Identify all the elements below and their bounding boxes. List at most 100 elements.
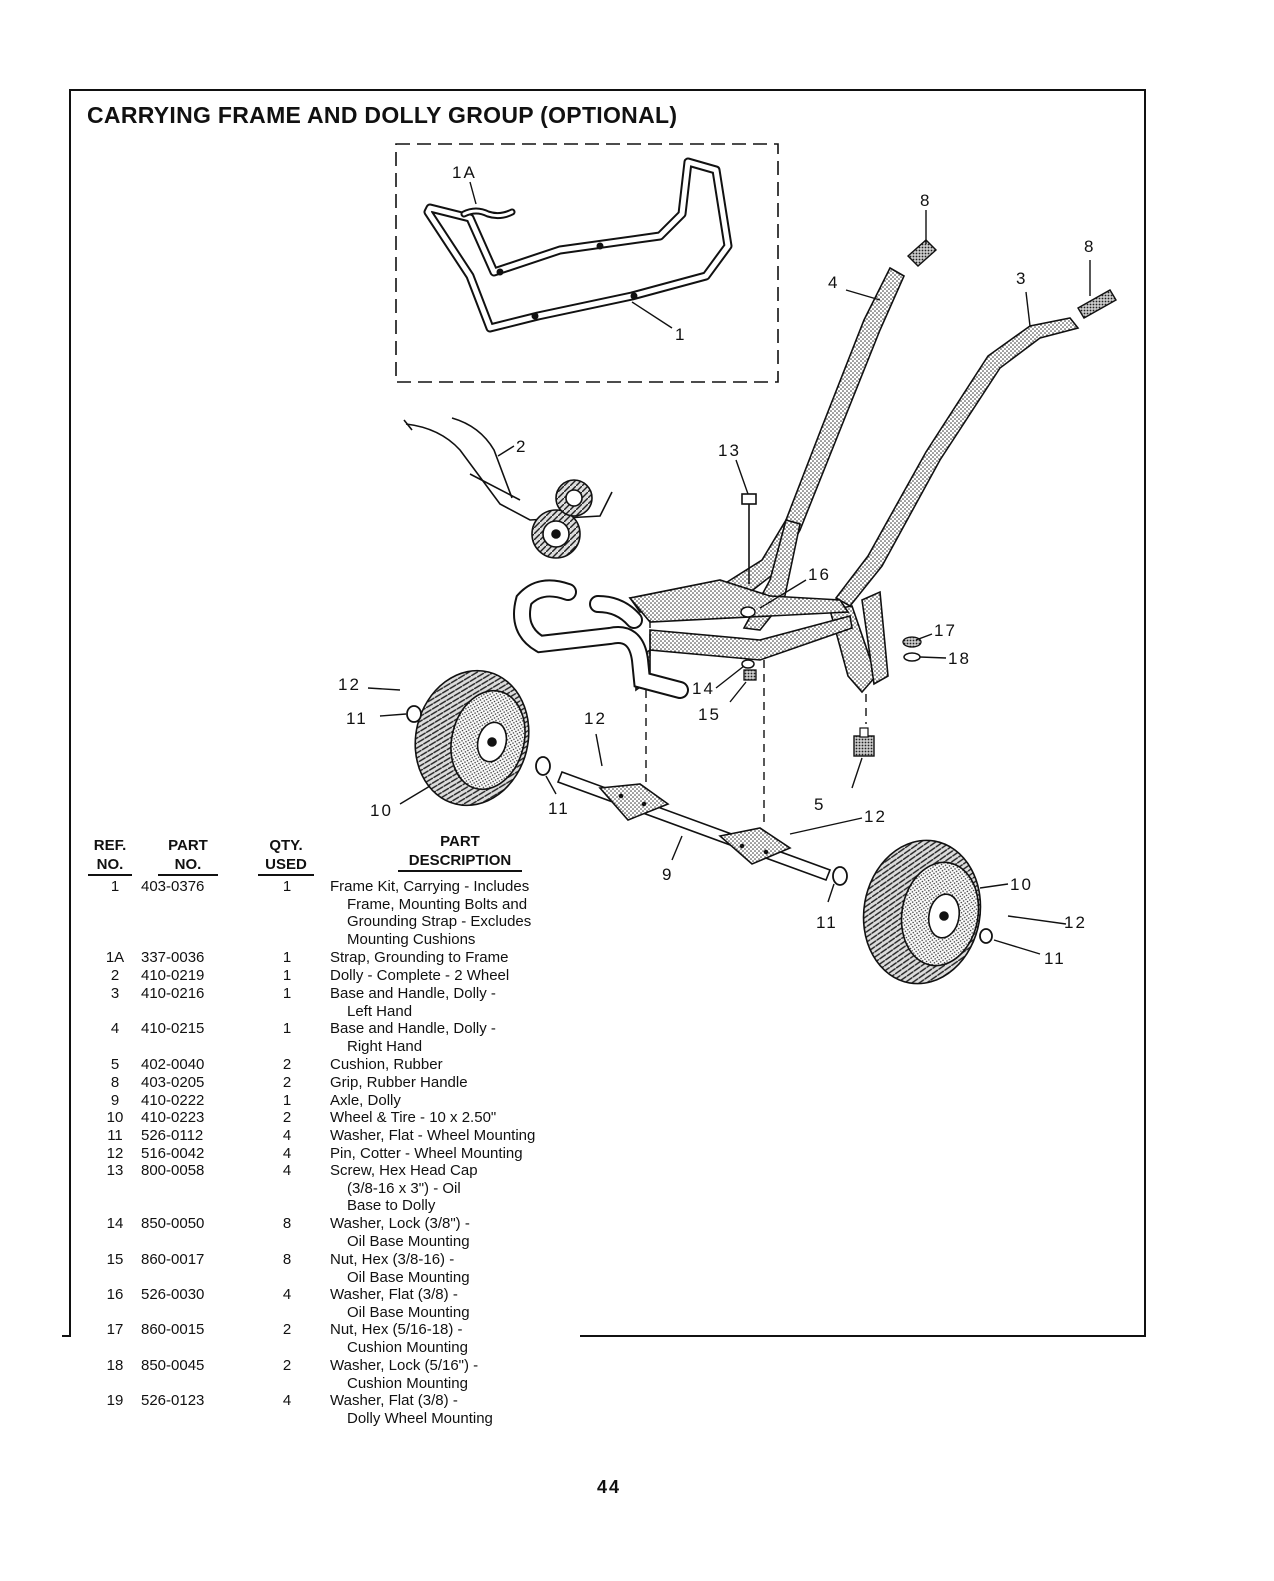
callout-2: 2 bbox=[516, 437, 527, 456]
part-no: 410-0215 bbox=[141, 1020, 205, 1037]
part-description: Washer, Flat - Wheel Mounting bbox=[330, 1127, 535, 1145]
qty-used: 1 bbox=[282, 1092, 292, 1109]
frame-border-bottom-left bbox=[62, 1335, 71, 1337]
ref-no: 18 bbox=[106, 1357, 124, 1374]
description-line: Dolly - Complete - 2 Wheel bbox=[330, 967, 510, 984]
part-no: 410-0216 bbox=[141, 985, 205, 1002]
frame-border-top bbox=[69, 89, 1146, 91]
ref-no: 14 bbox=[106, 1215, 124, 1232]
dolly-axle bbox=[556, 770, 832, 882]
part-description: Screw, Hex Head Cap (3/8-16 x 3") - Oil … bbox=[330, 1162, 478, 1215]
callout-8: 8 bbox=[920, 191, 931, 210]
qty-used: 8 bbox=[282, 1251, 292, 1268]
ref-no: 9 bbox=[110, 1092, 120, 1109]
ref-no: 11 bbox=[107, 1127, 123, 1144]
description-line: Oil Base Mounting bbox=[347, 1303, 470, 1321]
part-no: 410-0222 bbox=[141, 1092, 205, 1109]
callout-11: 11 bbox=[1044, 949, 1066, 968]
description-line: Axle, Dolly bbox=[330, 1092, 401, 1109]
callout-9: 9 bbox=[662, 865, 673, 884]
carrying-frame bbox=[423, 157, 733, 333]
description-line: Washer, Flat (3/8) - bbox=[330, 1286, 458, 1303]
part-no: 850-0050 bbox=[141, 1215, 205, 1232]
callout-1: 1 bbox=[675, 325, 686, 344]
part-description: Cushion, Rubber bbox=[330, 1056, 443, 1074]
header-ref-line1: REF. bbox=[93, 837, 127, 854]
description-line: Grip, Rubber Handle bbox=[330, 1074, 468, 1091]
ref-no: 10 bbox=[106, 1109, 124, 1126]
part-no: 410-0219 bbox=[141, 967, 205, 984]
ref-no: 15 bbox=[106, 1251, 124, 1268]
part-description: Strap, Grounding to Frame bbox=[330, 949, 508, 967]
description-line: Wheel & Tire - 10 x 2.50" bbox=[330, 1109, 497, 1126]
flat-washer bbox=[832, 866, 848, 886]
header-desc-line1: PART bbox=[440, 833, 480, 850]
callout-8: 8 bbox=[1084, 237, 1095, 256]
header-part-description: PART DESCRIPTION bbox=[398, 832, 522, 872]
qty-used: 4 bbox=[282, 1162, 292, 1179]
callout-12: 12 bbox=[1064, 913, 1087, 932]
description-line: Grounding Strap - Excludes bbox=[347, 913, 532, 931]
part-no: 403-0376 bbox=[141, 878, 205, 895]
header-part-line2: NO. bbox=[158, 855, 218, 876]
frame-border-right bbox=[1144, 89, 1146, 1337]
qty-used: 4 bbox=[282, 1127, 292, 1144]
page-number: 44 bbox=[597, 1477, 622, 1497]
description-line: (3/8-16 x 3") - Oil bbox=[347, 1179, 461, 1197]
description-line: Washer, Flat - Wheel Mounting bbox=[330, 1127, 536, 1144]
description-line: Base and Handle, Dolly - bbox=[330, 1020, 496, 1037]
ref-no: 5 bbox=[110, 1056, 120, 1073]
description-line: Dolly Wheel Mounting bbox=[347, 1409, 493, 1427]
description-line: Left Hand bbox=[347, 1002, 413, 1020]
callout-14: 14 bbox=[692, 679, 715, 698]
qty-used: 1 bbox=[282, 1020, 292, 1037]
header-desc-line2: DESCRIPTION bbox=[398, 851, 522, 872]
description-line: Frame Kit, Carrying - Includes bbox=[330, 878, 530, 895]
qty-used: 1 bbox=[282, 949, 292, 966]
flat-washer bbox=[979, 928, 993, 944]
ref-no: 4 bbox=[110, 1020, 120, 1037]
frame-border-left bbox=[69, 89, 71, 1337]
hex-head-screw bbox=[741, 493, 757, 584]
part-description: Wheel & Tire - 10 x 2.50" bbox=[330, 1109, 496, 1127]
flat-washer bbox=[740, 606, 756, 618]
exploded-parts-diagram: 1A 1 2 3 4 5 8 8 9 10 10 11 11 11 11 12 … bbox=[338, 143, 1117, 985]
ref-no: 8 bbox=[110, 1074, 120, 1091]
qty-used: 2 bbox=[282, 1109, 292, 1126]
part-no: 526-0112 bbox=[141, 1127, 204, 1144]
part-no: 337-0036 bbox=[141, 949, 205, 966]
description-line: Pin, Cotter - Wheel Mounting bbox=[330, 1145, 523, 1162]
qty-used: 2 bbox=[282, 1321, 292, 1338]
ref-no: 3 bbox=[110, 985, 120, 1002]
part-description: Nut, Hex (3/8-16) - Oil Base Mounting bbox=[330, 1251, 470, 1286]
callout-11: 11 bbox=[346, 709, 368, 728]
description-line: Washer, Flat (3/8) - bbox=[330, 1392, 458, 1409]
callout-15: 15 bbox=[698, 705, 721, 724]
qty-used: 4 bbox=[282, 1145, 292, 1162]
rubber-handle-grip bbox=[906, 239, 938, 267]
description-line: Frame, Mounting Bolts and bbox=[347, 895, 528, 913]
header-qty-line2: USED bbox=[258, 855, 314, 876]
lock-washer bbox=[741, 659, 755, 669]
description-line: Screw, Hex Head Cap bbox=[330, 1162, 478, 1179]
part-description: Base and Handle, Dolly - Right Hand bbox=[330, 1020, 496, 1055]
ref-no: 17 bbox=[106, 1321, 124, 1338]
wheel-and-tire bbox=[414, 669, 530, 807]
lock-washer bbox=[903, 652, 921, 662]
rubber-handle-grip bbox=[1077, 289, 1117, 319]
header-part-line1: PART bbox=[168, 837, 208, 854]
description-line: Cushion, Rubber bbox=[330, 1056, 443, 1073]
description-line: Cushion Mounting bbox=[347, 1374, 468, 1392]
description-line: Base and Handle, Dolly - bbox=[330, 985, 496, 1002]
part-no: 800-0058 bbox=[141, 1162, 205, 1179]
description-line: Mounting Cushions bbox=[347, 930, 476, 948]
callout-10: 10 bbox=[1010, 875, 1033, 894]
ref-no: 12 bbox=[106, 1145, 124, 1162]
callout-18: 18 bbox=[948, 649, 971, 668]
ref-no: 13 bbox=[106, 1162, 124, 1179]
qty-used: 8 bbox=[282, 1215, 292, 1232]
part-description: Frame Kit, Carrying - Includes Frame, Mo… bbox=[330, 878, 531, 948]
qty-used: 2 bbox=[282, 1056, 292, 1073]
part-description: Nut, Hex (5/16-18) - Cushion Mounting bbox=[330, 1321, 468, 1356]
callout-13: 13 bbox=[718, 441, 741, 460]
